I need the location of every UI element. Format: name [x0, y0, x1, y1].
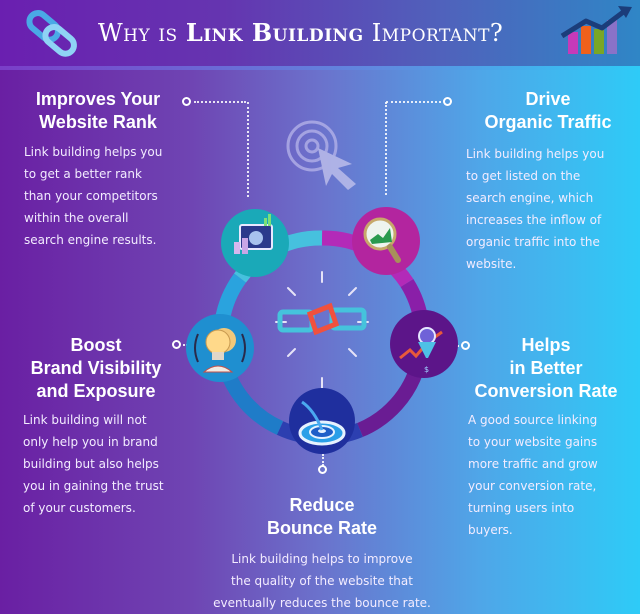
- title-line: Brand Visibility: [30, 358, 162, 378]
- broken-chain-link-icon: [277, 302, 367, 336]
- header-underline: [0, 66, 640, 70]
- benefit-conversion-rate: Helps in Better Conversion Rate A good s…: [454, 334, 638, 541]
- desc-line: your conversion rate,: [468, 479, 597, 493]
- desc-line: only help you in brand: [23, 435, 158, 449]
- title-part-2: Link Building: [185, 18, 364, 47]
- target-dart-icon: [289, 388, 355, 454]
- connector-line-traffic: [386, 101, 441, 103]
- benefit-bounce-rate: Reduce Bounce Rate Link building helps t…: [200, 494, 444, 614]
- desc-line: Link building will not: [23, 413, 147, 427]
- desc-line: search engine results.: [24, 233, 157, 247]
- desc-line: the quality of the website that: [231, 574, 413, 588]
- desc-line: of your customers.: [23, 501, 136, 515]
- magnifier-search-icon: [352, 207, 420, 275]
- desc-line: more traffic and grow: [468, 457, 598, 471]
- benefit-title: Improves Your Website Rank: [18, 88, 178, 134]
- desc-line: you in gaining the trust: [23, 479, 164, 493]
- desc-line: to your website gains: [468, 435, 598, 449]
- page-title: Why is Link Building Important?: [98, 18, 503, 47]
- title-line: Drive: [525, 89, 571, 109]
- desc-line: to get a better rank: [24, 167, 142, 181]
- desc-line: search engine, which: [466, 191, 594, 205]
- title-line: Website Rank: [39, 112, 157, 132]
- desc-line: Link building helps you: [466, 147, 605, 161]
- connector-node-brand: [172, 340, 181, 349]
- title-line: Helps: [521, 335, 571, 355]
- benefit-title: Helps in Better Conversion Rate: [454, 334, 638, 403]
- chain-link-icon: [26, 10, 77, 57]
- conversion-funnel-icon: $: [390, 310, 458, 378]
- benefit-brand-visibility: Boost Brand Visibility and Exposure Link…: [18, 334, 174, 519]
- title-part-1: Why is: [98, 19, 186, 47]
- benefit-website-rank: Improves Your Website Rank Link building…: [18, 88, 178, 251]
- connector-line-rank: [194, 101, 246, 103]
- desc-line: organic traffic into the: [466, 235, 600, 249]
- title-line: Organic Traffic: [484, 112, 612, 132]
- title-line: in Better: [509, 358, 583, 378]
- benefit-title: Reduce Bounce Rate: [200, 494, 444, 540]
- connector-line-rank-vertical: [247, 102, 249, 197]
- benefit-title: Drive Organic Traffic: [458, 88, 638, 134]
- growth-bar-chart-icon: [560, 6, 632, 54]
- desc-line: website.: [466, 257, 517, 271]
- title-part-3: Important?: [363, 19, 504, 47]
- analytics-monitor-icon: [221, 209, 289, 277]
- benefit-organic-traffic: Drive Organic Traffic Link building help…: [458, 88, 638, 275]
- title-line: Conversion Rate: [474, 381, 618, 401]
- title-line: and Exposure: [36, 381, 156, 401]
- connector-node-rank: [182, 97, 191, 106]
- click-cursor-icon: [286, 120, 356, 190]
- title-line: Reduce: [289, 495, 355, 515]
- benefit-description: Link building helps you to get a better …: [24, 141, 178, 251]
- svg-text:$: $: [424, 365, 429, 374]
- desc-line: increases the inflow of: [466, 213, 602, 227]
- lightbulb-person-icon: [186, 314, 254, 382]
- benefit-description: Link building helps you to get listed on…: [466, 143, 638, 275]
- desc-line: within the overall: [24, 211, 129, 225]
- benefits-cycle-diagram: $: [186, 120, 458, 454]
- desc-line: Link building helps you: [24, 145, 163, 159]
- desc-line: turning users into: [468, 501, 575, 515]
- benefit-description: A good source linking to your website ga…: [468, 409, 638, 541]
- connector-line-bounce: [322, 454, 324, 466]
- benefit-description: Link building helps to improve the quali…: [200, 548, 444, 614]
- benefit-title: Boost Brand Visibility and Exposure: [18, 334, 174, 403]
- desc-line: buyers.: [468, 523, 513, 537]
- desc-line: building but also helps: [23, 457, 159, 471]
- desc-line: A good source linking: [468, 413, 598, 427]
- desc-line: than your competitors: [24, 189, 158, 203]
- connector-node-traffic: [443, 97, 452, 106]
- connector-node-conversion: [461, 341, 470, 350]
- title-line: Bounce Rate: [266, 518, 378, 538]
- connector-line-traffic-vertical: [385, 102, 387, 195]
- title-line: Boost: [70, 335, 122, 355]
- desc-line: Link building helps to improve: [231, 552, 413, 566]
- benefit-description: Link building will not only help you in …: [23, 409, 174, 519]
- desc-line: eventually reduces the bounce rate.: [213, 596, 431, 610]
- desc-line: to get listed on the: [466, 169, 581, 183]
- title-line: Improves Your: [35, 89, 161, 109]
- connector-node-bounce: [318, 465, 327, 474]
- header-banner: Why is Link Building Important?: [0, 0, 640, 66]
